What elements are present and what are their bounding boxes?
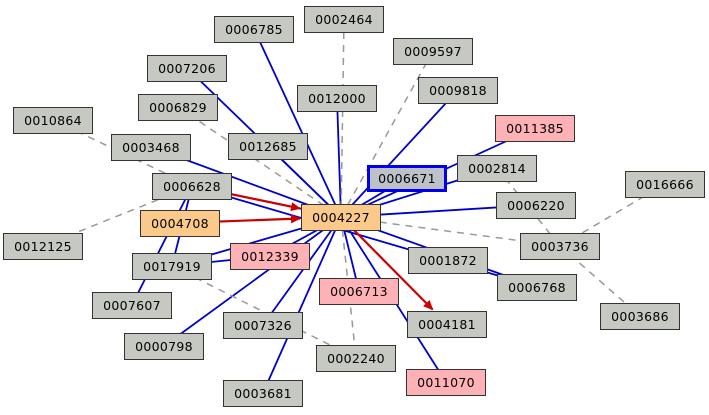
node-0006628[interactable]: 0006628 bbox=[152, 172, 232, 200]
edge-0004227-0006785 bbox=[253, 28, 342, 218]
node-0003686[interactable]: 0003686 bbox=[600, 302, 680, 330]
node-0002464[interactable]: 0002464 bbox=[304, 5, 384, 33]
node-0007607[interactable]: 0007607 bbox=[92, 291, 172, 319]
node-0006768[interactable]: 0006768 bbox=[497, 273, 577, 301]
node-0017919[interactable]: 0017919 bbox=[132, 252, 212, 280]
edge-0004227-0012000 bbox=[336, 97, 342, 218]
node-0006671[interactable]: 0006671 bbox=[367, 164, 447, 192]
node-0002814[interactable]: 0002814 bbox=[457, 154, 537, 182]
node-0006220[interactable]: 0006220 bbox=[496, 191, 576, 219]
node-0003681[interactable]: 0003681 bbox=[223, 379, 303, 407]
node-0004708[interactable]: 0004708 bbox=[140, 209, 220, 237]
node-0003736[interactable]: 0003736 bbox=[520, 232, 600, 260]
node-0010864[interactable]: 0010864 bbox=[13, 106, 93, 134]
node-0003468[interactable]: 0003468 bbox=[111, 133, 191, 161]
edge-0002464-0004227 bbox=[340, 18, 345, 218]
node-0006713[interactable]: 0006713 bbox=[319, 277, 399, 305]
node-0009818[interactable]: 0009818 bbox=[418, 76, 498, 104]
node-0012339[interactable]: 0012339 bbox=[230, 242, 310, 270]
edge-0004227-0009818 bbox=[340, 89, 459, 218]
node-0016666[interactable]: 0016666 bbox=[625, 170, 705, 198]
node-0006829[interactable]: 0006829 bbox=[138, 93, 218, 121]
edge-0006829-0004227 bbox=[177, 106, 342, 218]
node-0011385[interactable]: 0011385 bbox=[495, 114, 575, 142]
node-0004227[interactable]: 0004227 bbox=[301, 203, 381, 231]
node-0007326[interactable]: 0007326 bbox=[223, 311, 303, 339]
node-0001872[interactable]: 0001872 bbox=[408, 246, 488, 274]
node-0012685[interactable]: 0012685 bbox=[228, 132, 308, 160]
node-0007206[interactable]: 0007206 bbox=[147, 54, 227, 82]
node-0004181[interactable]: 0004181 bbox=[407, 310, 487, 338]
edge-0017919-0002240 bbox=[171, 265, 357, 359]
node-0012000[interactable]: 0012000 bbox=[297, 84, 377, 112]
edge-0004227-0003681 bbox=[262, 216, 342, 394]
edge-0009597-0004227 bbox=[340, 50, 434, 218]
node-0006785[interactable]: 0006785 bbox=[214, 15, 294, 43]
edge-0004227-0007326 bbox=[262, 216, 342, 326]
node-0002240[interactable]: 0002240 bbox=[316, 344, 396, 372]
edge-0004227-0004181 bbox=[340, 216, 434, 311]
edge-0006628-0007607 bbox=[131, 185, 193, 306]
node-0011070[interactable]: 0011070 bbox=[406, 368, 486, 396]
node-0012125[interactable]: 0012125 bbox=[3, 232, 83, 260]
node-0009597[interactable]: 0009597 bbox=[393, 37, 473, 65]
node-0000798[interactable]: 0000798 bbox=[124, 332, 204, 360]
edge-0004227-0000798 bbox=[163, 216, 342, 347]
